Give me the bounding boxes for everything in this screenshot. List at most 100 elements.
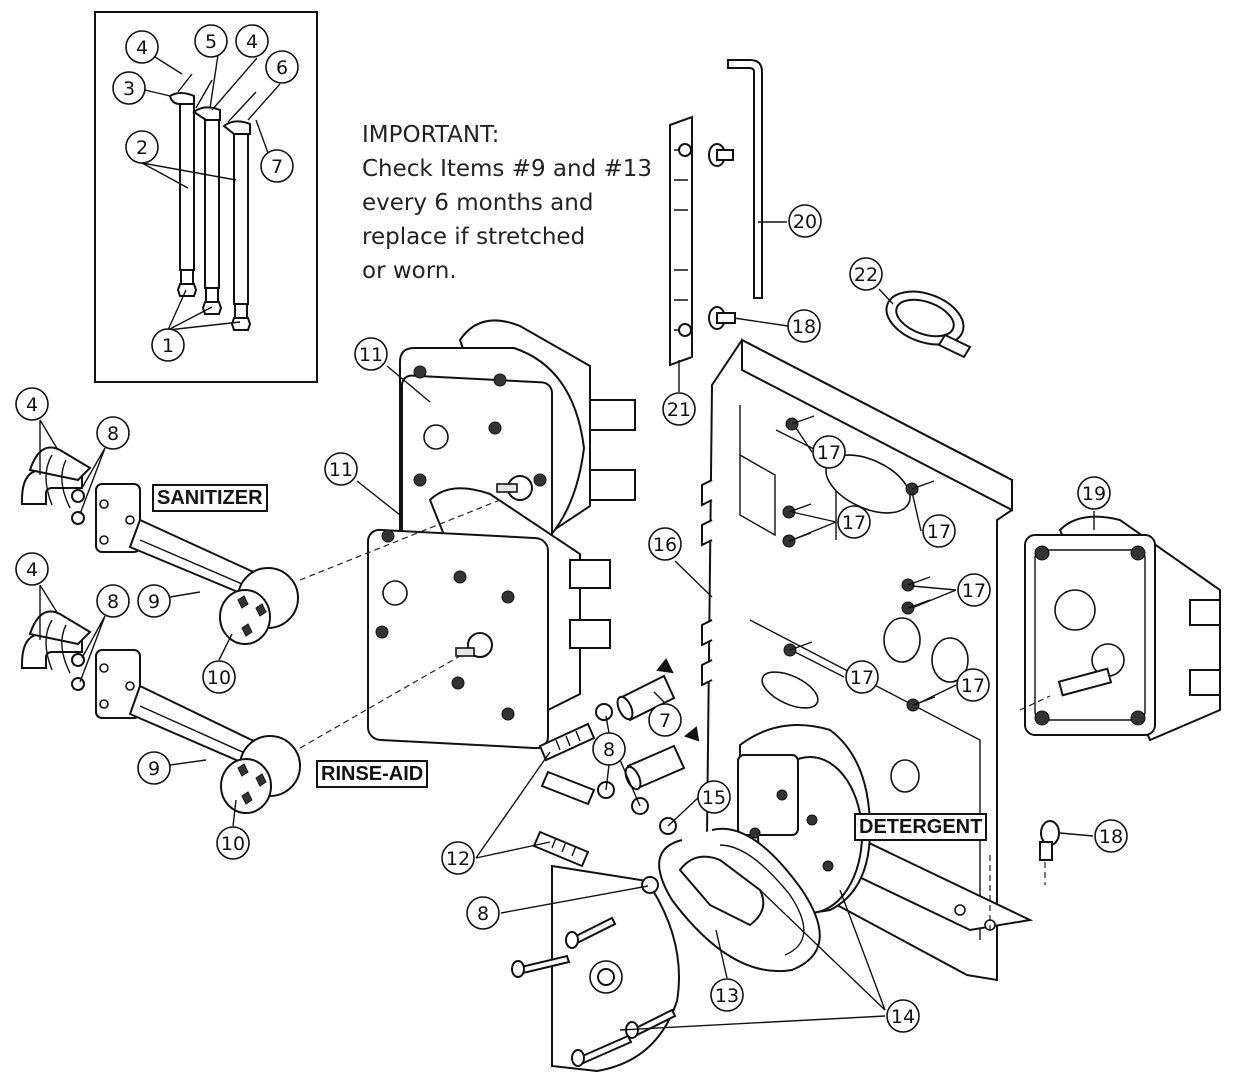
callout-circle [235,24,269,58]
callout-c18b: 18 [1094,819,1128,853]
rinse-aid-pump-head [21,610,301,814]
callout-circle [125,30,159,64]
callout-circle [697,780,731,814]
callout-c8a: 8 [96,416,130,450]
callout-c21: 21 [662,392,696,426]
callout-c17f: 17 [956,668,990,702]
callout-circle [837,505,871,539]
callout-c10b: 10 [216,826,250,860]
callout-circle [112,71,146,105]
callout-circle [648,703,682,737]
callout-number: 10 [207,667,231,689]
callout-circle [957,573,991,607]
callout-circle [788,204,822,238]
callout-circle [592,732,626,766]
callout-number: 17 [962,580,986,602]
callout-circle [849,257,883,291]
callout-circle [886,999,920,1033]
callout-number: 13 [715,985,739,1007]
callout-number: 2 [136,137,148,159]
note-line: Check Items #9 and #13 [362,156,653,182]
callout-c8d: 8 [466,896,500,930]
callout-c18a: 18 [787,309,821,343]
motor-19 [1024,515,1221,742]
callout-number: 18 [1099,826,1123,848]
callout-c7: 7 [648,703,682,737]
allen-key-20 [727,59,763,299]
callout-circle [1077,476,1111,510]
callout-number: 6 [276,57,288,79]
callout-number: 22 [854,264,878,286]
callout-number: 17 [850,667,874,689]
callout-number: 4 [136,37,148,59]
note-line: IMPORTANT: [362,122,500,148]
callout-number: 12 [446,848,470,870]
callout-circle [441,841,475,875]
screw-18-lower [1039,820,1060,861]
callout-inset-5: 5 [194,24,228,58]
callout-c17d: 17 [957,573,991,607]
callout-number: 5 [205,31,217,53]
important-note: IMPORTANT: Check Items #9 and #13 every … [362,118,652,288]
callout-c14: 14 [886,999,920,1033]
sanitizer-label: SANITIZER [152,484,268,512]
callout-circle [194,24,228,58]
callout-circle [202,660,236,694]
callout-circle [922,514,956,548]
callout-number: 20 [793,211,817,233]
inset-tubes [168,73,257,331]
callout-circle [1094,819,1128,853]
callout-inset-4a: 4 [125,30,159,64]
callout-number: 8 [477,903,489,925]
callout-number: 1 [162,335,174,357]
callout-number: 14 [891,1006,915,1028]
callout-number: 4 [246,31,258,53]
callout-number: 10 [221,833,245,855]
callout-inset-4b: 4 [235,24,269,58]
tubes-7 [616,674,686,791]
callout-number: 19 [1082,483,1106,505]
callout-circle [845,660,879,694]
callout-circle [125,130,159,164]
callout-c4a: 4 [15,387,49,421]
callout-number: 11 [329,459,353,481]
fittings-12 [532,722,596,868]
callout-number: 11 [359,344,383,366]
callout-number: 4 [26,559,38,581]
hose-clamp-22 [885,290,972,359]
callout-inset-6: 6 [265,50,299,84]
pump-motor-lower [367,487,611,750]
callout-number: 15 [702,787,726,809]
callout-c22: 22 [849,257,883,291]
detergent-pump-assembly [511,724,872,1073]
callout-circle [151,328,185,362]
callout-circle [96,584,130,618]
callout-circle [662,392,696,426]
callout-circle [648,527,682,561]
callout-number: 8 [107,423,119,445]
callout-c13: 13 [710,978,744,1012]
callout-c9a: 9 [137,584,171,618]
note-line: every 6 months and [362,190,594,216]
callout-c8b: 8 [96,584,130,618]
screw-18-upper [708,143,736,330]
callout-circle [354,337,388,371]
screws-17 [782,415,936,712]
callout-number: 17 [961,675,985,697]
callout-number: 4 [26,394,38,416]
callout-number: 17 [842,512,866,534]
callout-c15: 15 [697,780,731,814]
callout-circle [710,978,744,1012]
callout-circle [137,751,171,785]
callout-c17c: 17 [922,514,956,548]
callout-c16: 16 [648,527,682,561]
callout-inset-1: 1 [151,328,185,362]
callout-circle [265,50,299,84]
callout-c19: 19 [1077,476,1111,510]
callout-number: 8 [107,591,119,613]
callout-number: 17 [927,521,951,543]
rinse-aid-label: RINSE-AID [316,760,429,788]
